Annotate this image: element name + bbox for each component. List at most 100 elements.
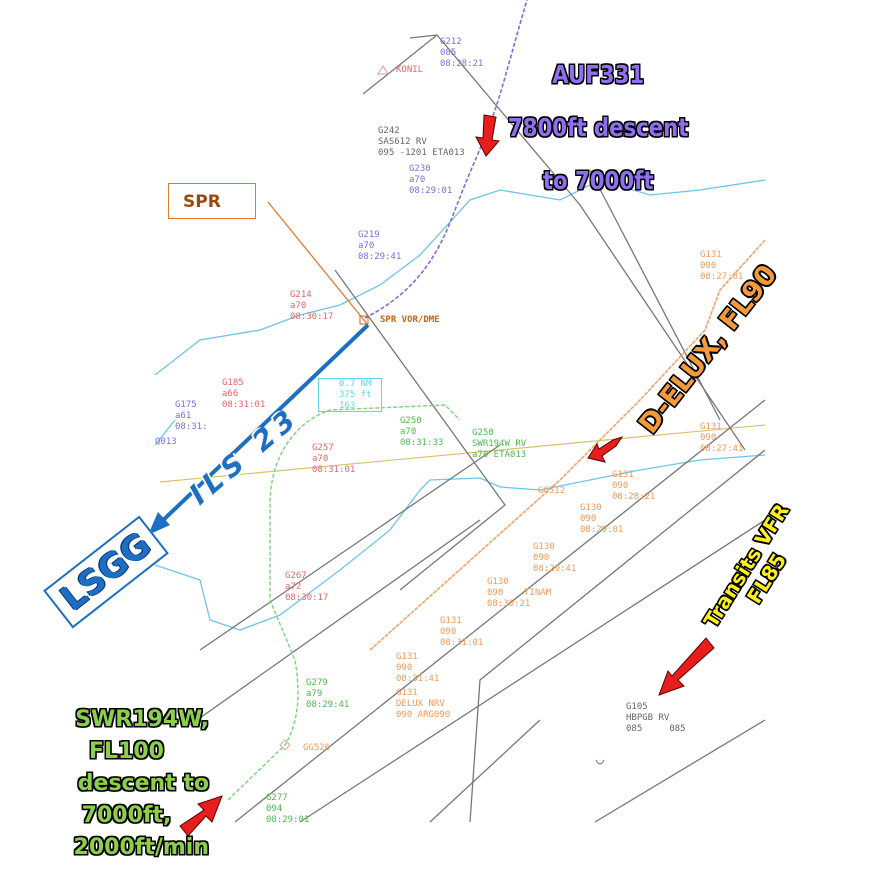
track-label-line: G130 <box>487 577 509 587</box>
track-label-line: G131 <box>700 422 722 432</box>
track-label-line: a70 <box>290 301 307 311</box>
track-label-line: 08:30:17 <box>285 593 329 603</box>
track-label-line: SAS612 RV <box>378 137 427 147</box>
ils-23-arrow <box>156 323 370 527</box>
track-label-line: HBPGB RV <box>626 713 670 723</box>
track-label-line: G105 <box>626 702 648 712</box>
track-label-line: 08:29:41 <box>358 252 402 262</box>
track-label-line: 08:30:17 <box>290 312 334 322</box>
annotation-line: descent to <box>77 771 209 796</box>
track-label-line: G130 <box>580 503 602 513</box>
track-label-line: a66 <box>222 389 239 399</box>
track-label-line: DELUX NRV <box>396 699 445 709</box>
track-label-line: 090 <box>396 663 413 673</box>
track-label-line: a61 <box>175 411 192 421</box>
fix-konil: KONIL <box>396 65 424 75</box>
track-label-line: 08:28:21 <box>440 59 484 69</box>
track-label-line: G230 <box>409 164 431 174</box>
auf331-annotation: AUF331 7800ft descent to 7000ft <box>508 48 689 207</box>
track-label-line: 08:27:41 <box>700 444 744 454</box>
track-label-line: 08:31:41 <box>396 674 440 684</box>
gg526-fix-icon <box>279 739 291 751</box>
spr-callout: SPR <box>168 183 256 219</box>
track-label-line: G185 <box>222 378 244 388</box>
track-label-line: a72 <box>285 582 302 592</box>
fix-tinam: TINAM <box>524 588 552 598</box>
separation-altitude: 375 ft <box>339 390 372 400</box>
track-label-line: G212 <box>440 37 462 47</box>
annotation-line: 7800ft descent <box>507 113 689 142</box>
arrow-vfr-icon <box>658 637 715 696</box>
track-label-line: 08:28:21 <box>612 492 656 502</box>
track-label-line: 090 <box>580 514 597 524</box>
track-label-line: 08:31: <box>175 422 208 432</box>
track-label-line: G131 <box>700 250 722 260</box>
track-label-line: 094 <box>266 804 283 814</box>
swr194w-track <box>227 404 461 801</box>
fix-gg512: GG512 <box>538 486 566 496</box>
track-label-line: 08:29:01 <box>580 525 624 535</box>
red-arrows <box>179 114 715 837</box>
spr-leader-line <box>267 201 369 326</box>
auf331-track <box>364 0 528 319</box>
track-label-line: G131 <box>440 616 462 626</box>
annotation-line: 7000ft, <box>81 803 172 828</box>
fix-spr-vor: SPR VOR/DME <box>380 315 440 325</box>
arrow-auf331-icon <box>475 114 500 157</box>
boundary-line <box>159 424 766 483</box>
arrow-delux-icon <box>587 436 624 463</box>
track-label-line: 090 <box>700 433 717 443</box>
track-label-line: a70 <box>358 241 375 251</box>
track-label-line: 08:31:33 <box>400 438 444 448</box>
track-label-line: G242 <box>378 126 400 136</box>
track-label-line: 090 <box>533 553 550 563</box>
track-label-line: a70 <box>409 175 426 185</box>
track-label-line: SWR194W RV <box>472 439 527 449</box>
track-label-line: G214 <box>290 290 312 300</box>
track-label-line: 085 085 <box>626 724 686 734</box>
track-label-line: 08:31:01 <box>312 465 356 475</box>
track-label-line: 08:29:01 <box>409 186 453 196</box>
annotation-line: AUF331 <box>552 60 645 89</box>
track-label-line: a79 <box>306 689 323 699</box>
annotation-line: FL100 <box>89 739 164 764</box>
track-label-line: G279 <box>306 678 328 688</box>
track-label-line: 08:30:21 <box>487 599 531 609</box>
track-label-line: 08:29:41 <box>533 564 577 574</box>
track-label-line: 090 ARG090 <box>396 710 451 720</box>
annotation-line: to 7000ft <box>542 166 654 195</box>
track-label-line: G250 <box>472 428 494 438</box>
track-label-line: 08:31:01 <box>440 638 484 648</box>
track-label-line: G267 <box>285 571 307 581</box>
delux-track <box>369 239 766 651</box>
track-label-line: 090 <box>487 588 504 598</box>
track-label-line: 090 <box>440 627 457 637</box>
track-label-line: a70 <box>400 427 417 437</box>
